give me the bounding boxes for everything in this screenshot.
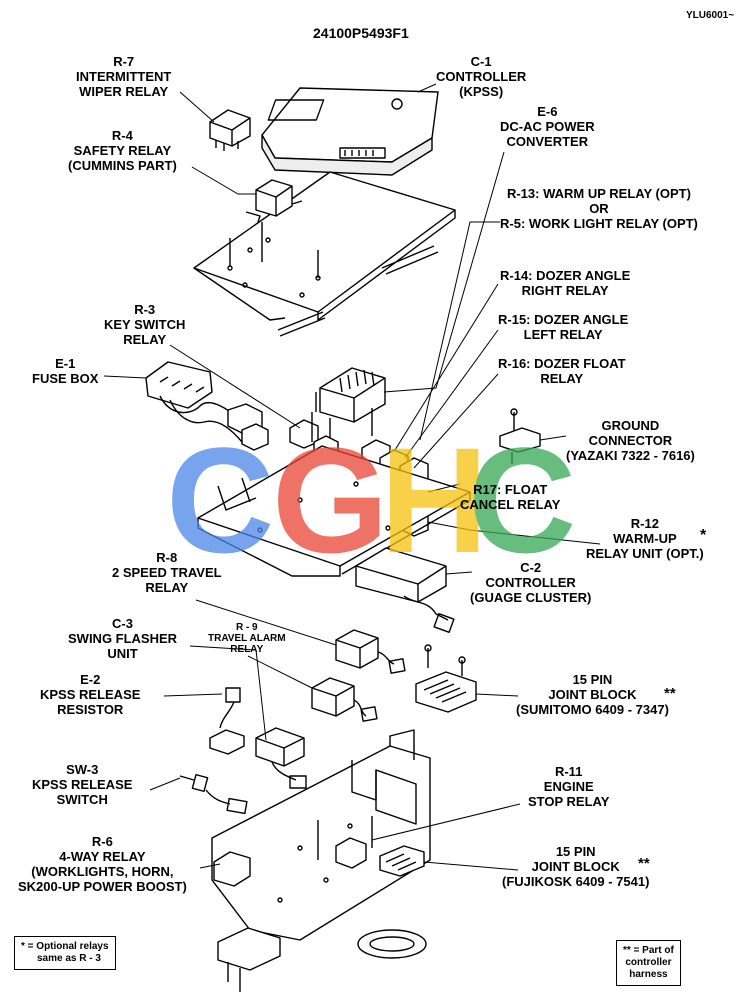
swing-flasher-unit-shape [255,727,307,789]
label-joint-block-fujikosk-mark: ** [638,855,650,872]
upper-mounting-plate [193,171,456,337]
label-r12-optional-mark: * [700,527,707,544]
ground-connector-shape [499,408,541,464]
four-way-relay-shape [213,851,251,887]
legend-optional-relays: * = Optional relays same as R - 3 [14,936,116,970]
part-number-title: 24100P5493F1 [313,25,409,41]
leader-lines [103,83,601,871]
lower-mounting-plate [211,729,431,992]
intermittent-wiper-relay-shape [209,109,251,151]
reference-code: YLU6001~ [686,10,735,21]
two-speed-travel-relay-shape [335,629,406,674]
fuse-box-shape [145,361,269,451]
joint-block-sumitomo-shape [415,644,477,713]
controller-gauge-cluster-shape [355,547,455,634]
engine-stop-relay-shape [335,837,367,869]
controller-kpss-shape [261,87,439,176]
dc-ac-power-converter-shape [319,367,386,440]
kpss-release-resistor-shape [209,687,245,755]
kpss-release-switch-shape [179,773,248,815]
joint-block-fujikosk-shape [379,845,425,877]
travel-alarm-relay-shape [311,677,378,722]
legend-part-of-controller-harness: ** = Part of controller harness [616,940,681,986]
safety-relay-shape [229,179,319,278]
label-joint-block-sumitomo-mark: ** [664,685,676,702]
